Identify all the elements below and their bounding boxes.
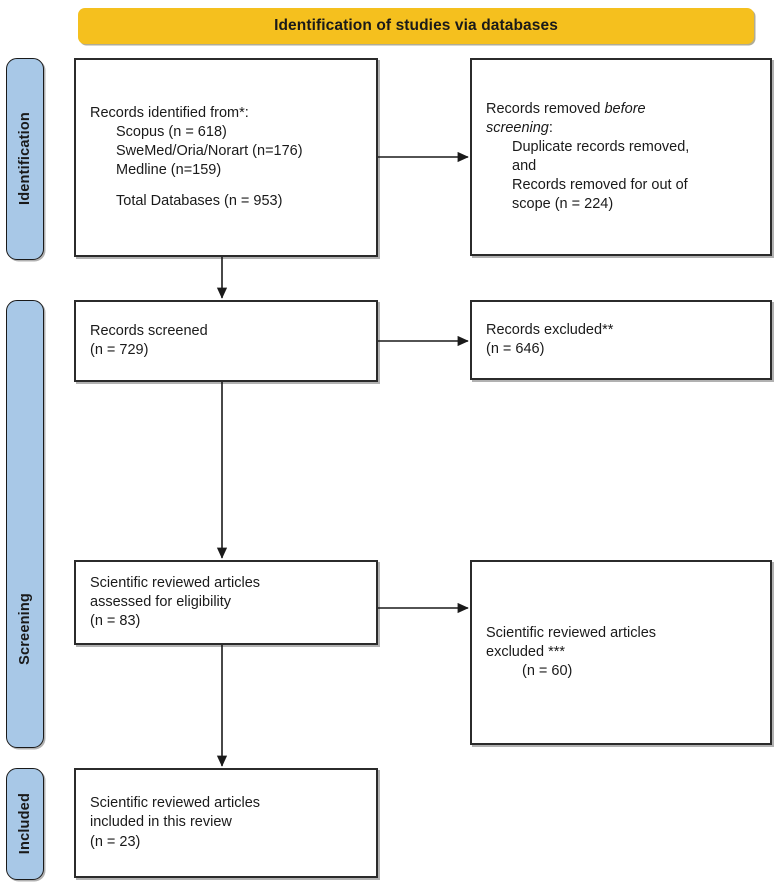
box-line: and <box>512 158 537 174</box>
box-line: Scientific reviewed articles <box>486 624 657 641</box>
banner-title: Identification of studies via databases <box>274 17 558 34</box>
stage-label-screening: Screening <box>6 300 44 748</box>
stage-label-identification: Identification <box>6 58 44 260</box>
box-line: SweMed/Oria/Norart (n=176) <box>116 142 303 159</box>
box-line: Scientific reviewed articles <box>90 795 261 812</box>
box-line: (n = 60) <box>522 663 573 680</box>
stage-label-screening-text: Screening <box>17 593 33 665</box>
box-line: (n = 83) <box>90 613 141 630</box>
box-line-spacer <box>90 180 362 192</box>
stage-label-identification-text: Identification <box>17 112 33 206</box>
box-line: screening: <box>486 119 756 138</box>
box-articles-included: Scientific reviewed articles included in… <box>74 768 378 878</box>
box-line: excluded *** <box>486 643 565 660</box>
box-line: (n = 23) <box>90 833 141 850</box>
box-line: (n = 646) <box>486 341 545 357</box>
box-line: scope (n = 224) <box>512 196 614 213</box>
box-line-part: Records removed <box>486 100 605 117</box>
box-line-part-emphasis: before <box>604 100 646 117</box>
box-line: included in this review <box>90 814 232 831</box>
box-line: Records identified from*: <box>90 104 249 121</box>
box-line-part: : <box>548 119 553 136</box>
box-line: Records excluded** <box>486 321 614 338</box>
box-articles-assessed-eligibility: Scientific reviewed articles assessed fo… <box>74 560 378 645</box>
box-line-part-emphasis: screening <box>486 119 549 136</box>
box-line: assessed for eligibility <box>90 593 232 610</box>
box-records-removed: Records removed before screening: Duplic… <box>470 58 772 256</box>
box-records-excluded: Records excluded** (n = 646) <box>470 300 772 380</box>
box-line: Scopus (n = 618) <box>116 123 227 140</box>
box-line: Records removed before <box>486 100 756 119</box>
box-line: Records removed for out of <box>512 177 688 194</box>
box-line: Records screened <box>90 322 208 339</box>
box-articles-excluded: Scientific reviewed articles excluded **… <box>470 560 772 745</box>
box-line: (n = 729) <box>90 342 149 358</box>
box-line: Total Databases (n = 953) <box>116 193 283 210</box>
box-line: Medline (n=159) <box>116 162 222 179</box>
box-line: Scientific reviewed articles <box>90 574 261 591</box>
banner-identification-databases: Identification of studies via databases <box>78 8 754 44</box>
box-records-identified: Records identified from*: Scopus (n = 61… <box>74 58 378 257</box>
box-records-screened: Records screened (n = 729) <box>74 300 378 382</box>
stage-label-included: Included <box>6 768 44 880</box>
box-line: Duplicate records removed, <box>512 138 690 155</box>
stage-label-included-text: Included <box>17 793 33 855</box>
